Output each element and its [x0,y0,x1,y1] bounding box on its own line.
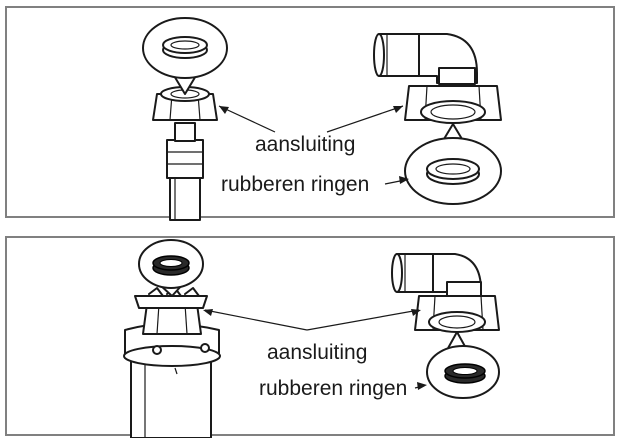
connection-pointer-lines [203,309,427,390]
rubber-rings-label: rubberen ringen [221,173,370,196]
rubber-ring-callout-right [404,123,502,205]
rubber-ring-callout-right [426,331,500,399]
rubber-rings-label: rubberen ringen [259,377,408,400]
valve-body-left [123,323,221,438]
bottom-panel: aansluiting rubberen ringen [5,236,615,438]
elbow-fitting-right [391,253,482,297]
rubber-ring-callout-left [138,239,204,297]
rubber-ring-callout-left [142,17,228,95]
top-panel-illustration [142,17,502,221]
connection-label: aansluiting [255,133,356,156]
elbow-fitting-right [373,33,478,85]
connection-nut-right [404,85,502,124]
inlet-hose-left [166,122,204,221]
connection-label: aansluiting [267,341,368,364]
connection-pointer-lines [218,105,409,185]
connection-nut-right [414,295,500,333]
connection-nut-left [134,287,208,335]
top-panel: aansluiting rubberen ringen [5,6,615,221]
bottom-panel-illustration [123,239,500,438]
